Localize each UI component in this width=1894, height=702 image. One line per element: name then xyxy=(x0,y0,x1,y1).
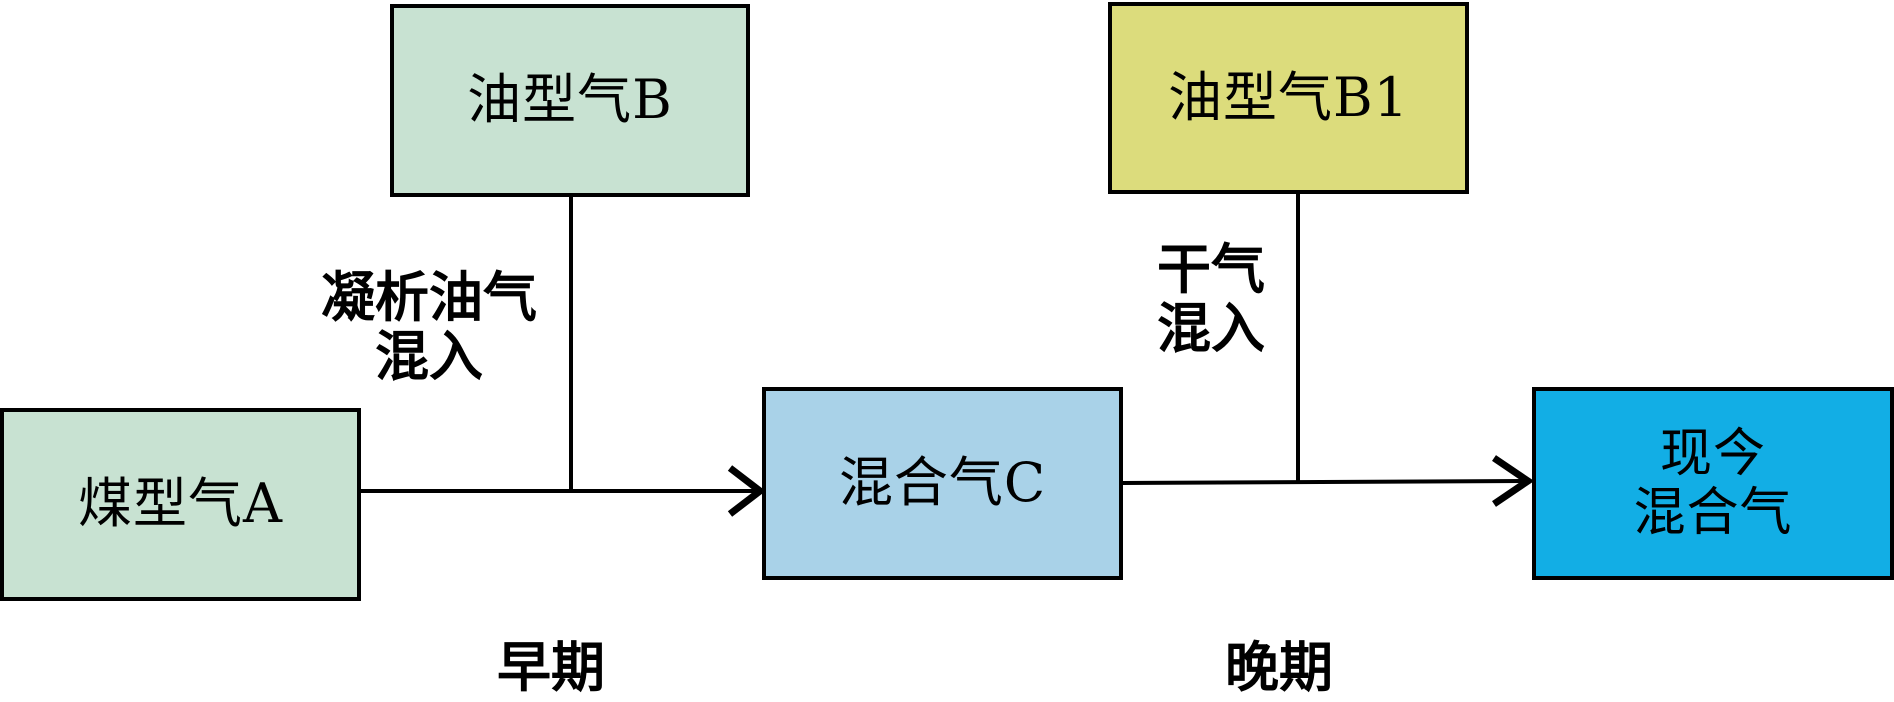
current-mixed-gas-line1: 现今 xyxy=(1659,424,1766,485)
condensate-mixing-line2: 混入 xyxy=(375,324,483,389)
coal-gas-a-box: 煤型气A xyxy=(0,408,361,601)
coal-gas-a-label: 煤型气A xyxy=(78,472,283,536)
oil-gas-b1-label: 油型气B1 xyxy=(1167,65,1410,129)
late-horizontal-arrow-line xyxy=(1122,479,1529,485)
late-arrowhead xyxy=(1492,455,1535,507)
early-stage-label: 早期 xyxy=(497,635,605,699)
dry-gas-mixing-line1: 干气 xyxy=(1157,237,1265,301)
current-mixed-gas-line2: 混合气 xyxy=(1633,482,1793,543)
dry-gas-mixing-line2: 混入 xyxy=(1157,296,1265,361)
current-mixed-gas-box: 现今 混合气 xyxy=(1532,387,1894,580)
oil-gas-b-box: 油型气B xyxy=(390,4,750,197)
mixed-gas-c-box: 混合气C xyxy=(762,387,1123,580)
mixed-gas-c-label: 混合气C xyxy=(838,451,1047,515)
oil-gas-b1-box: 油型气B1 xyxy=(1108,2,1469,194)
late-stage-label: 晚期 xyxy=(1225,635,1333,699)
early-arrowhead xyxy=(727,465,766,517)
condensate-mixing-line1: 凝析油气 xyxy=(321,265,537,329)
condensate-mixing-annotation: 凝析油气 混入 xyxy=(298,265,560,389)
current-mixed-gas-text: 现今 混合气 xyxy=(1633,424,1793,543)
dry-gas-mixing-annotation: 干气 混入 xyxy=(1146,237,1276,361)
oil-gas-b-label: 油型气B xyxy=(467,68,673,132)
